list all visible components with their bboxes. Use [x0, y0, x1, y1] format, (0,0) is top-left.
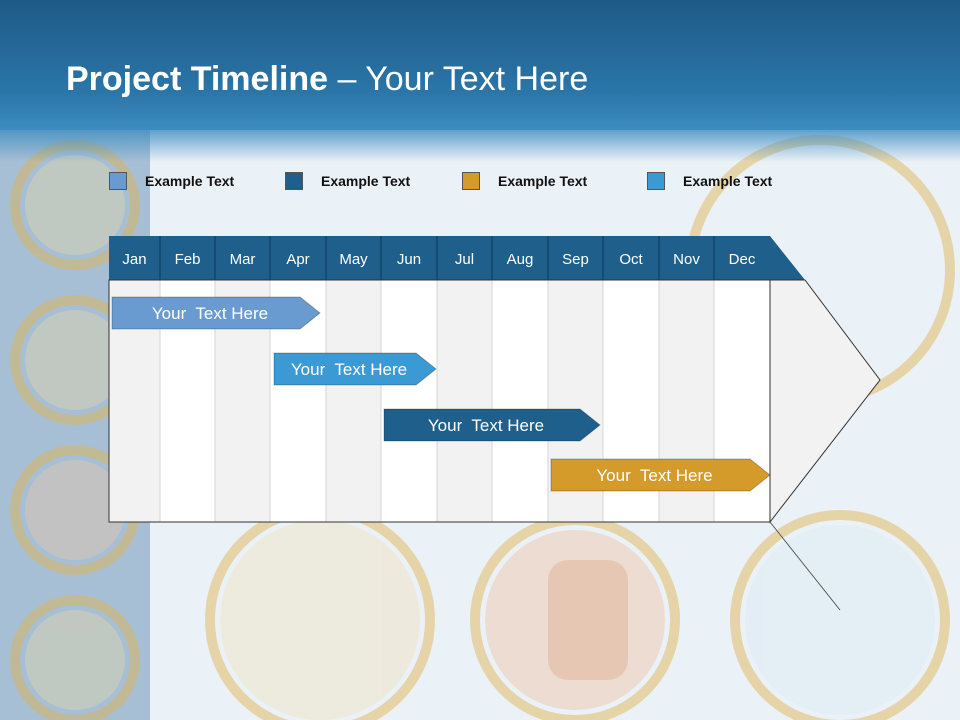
timeline-column	[325, 279, 382, 523]
task-bar-label: Your Text Here	[596, 466, 712, 485]
legend-swatch	[462, 172, 480, 190]
slide-title-rest: – Your Text Here	[328, 60, 589, 98]
timeline-column	[491, 279, 549, 523]
task-bar-shape	[550, 458, 771, 492]
month-label: Feb	[175, 251, 201, 268]
timeline-task-bar[interactable]: Your Text Here	[550, 458, 771, 492]
timeline-column	[380, 279, 438, 523]
month-label: Jan	[122, 251, 146, 268]
month-header-bar	[109, 236, 805, 280]
month-label: Aug	[507, 251, 534, 268]
month-label: May	[339, 251, 368, 268]
month-label: Jul	[455, 251, 474, 268]
legend-swatch	[285, 172, 303, 190]
month-label: Mar	[230, 251, 256, 268]
month-label: Dec	[729, 251, 756, 268]
timeline-task-bar[interactable]: Your Text Here	[383, 408, 601, 442]
timeline-shadow-line	[769, 521, 841, 611]
legend-label: Example Text	[145, 173, 235, 189]
task-bar-shape	[383, 408, 601, 442]
task-bar-label: Your Text Here	[428, 416, 544, 435]
task-bar-shape	[273, 352, 437, 386]
timeline-task-bar[interactable]: Your Text Here	[111, 296, 321, 330]
month-label: Nov	[673, 251, 700, 268]
month-label: Sep	[562, 251, 589, 268]
legend-item: Example Text	[462, 170, 587, 192]
legend-label: Example Text	[321, 173, 411, 189]
title-banner	[0, 0, 960, 130]
month-label: Oct	[619, 251, 643, 268]
month-label: Apr	[286, 251, 309, 268]
task-bar-label: Your Text Here	[152, 304, 268, 323]
legend-swatch	[647, 172, 665, 190]
task-bar-label: Your Text Here	[291, 360, 407, 379]
month-label: Jun	[397, 251, 421, 268]
legend-item: Example Text	[647, 170, 772, 192]
task-bar-shape	[111, 296, 321, 330]
legend-item: Example Text	[285, 170, 410, 192]
timeline-arrow-head	[769, 279, 881, 524]
slide-title-bold: Project Timeline	[66, 60, 329, 98]
legend-label: Example Text	[498, 173, 588, 189]
legend-swatch	[109, 172, 127, 190]
legend-label: Example Text	[683, 173, 773, 189]
title-banner-fade	[0, 128, 960, 162]
timeline-task-bar[interactable]: Your Text Here	[273, 352, 437, 386]
timeline-column	[436, 279, 493, 523]
timeline-frame	[108, 279, 771, 523]
slide-title: Project Timeline – Your Text Here	[66, 60, 588, 99]
legend-item: Example Text	[109, 170, 234, 192]
